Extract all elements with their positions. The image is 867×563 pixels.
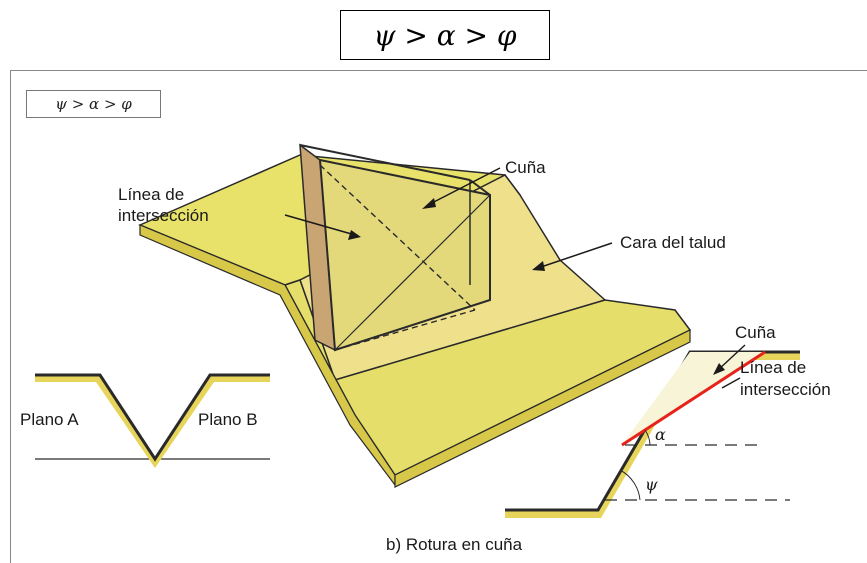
psi-arc — [619, 469, 641, 501]
wedge-dashed-diag — [334, 194, 491, 351]
wedge-top-edge — [299, 144, 471, 181]
arrowhead-section-cuna — [713, 363, 725, 375]
label-cara-talud: Cara del talud — [620, 233, 726, 252]
block-front-side — [394, 329, 691, 488]
label-cuna: Cuña — [505, 158, 546, 177]
arrow-section-cuna — [717, 344, 746, 371]
formula-text-inner: ψ > α > φ — [55, 95, 132, 113]
label-section-intersection-2: intersección — [740, 380, 831, 399]
caption: b) Rotura en cuña — [386, 535, 523, 554]
arrowhead-cuna — [422, 198, 436, 209]
arrow-cuna — [427, 167, 501, 206]
arrowhead-cara-talud — [532, 261, 545, 271]
v-outline — [35, 373, 270, 462]
formula-box-top: ψ > α > φ — [340, 10, 550, 60]
arrowhead-intersection — [348, 230, 361, 240]
arrow-section-intersection — [721, 377, 741, 389]
section-intersection-line — [621, 350, 766, 447]
label-plano-a: Plano A — [20, 410, 79, 429]
arrow-intersection — [284, 214, 356, 236]
wedge-dashed-base — [334, 309, 476, 351]
label-alpha: α — [655, 425, 666, 444]
label-plano-b: Plano B — [198, 410, 258, 429]
formula-text-top: ψ > α > φ — [373, 18, 517, 52]
label-psi: ψ — [645, 475, 658, 494]
arrow-cara-talud — [537, 242, 613, 269]
figure-frame — [10, 70, 867, 563]
wedge-front-face — [318, 158, 491, 352]
label-intersection-2: intersección — [118, 206, 209, 225]
intersection-line-3d — [319, 164, 476, 311]
label-intersection-1: Línea de — [118, 185, 184, 204]
formula-box-inner: ψ > α > φ — [26, 90, 161, 118]
alpha-arc — [644, 429, 651, 446]
label-section-intersection-1: Línea de — [740, 358, 806, 377]
label-section-cuna: Cuña — [735, 323, 776, 342]
